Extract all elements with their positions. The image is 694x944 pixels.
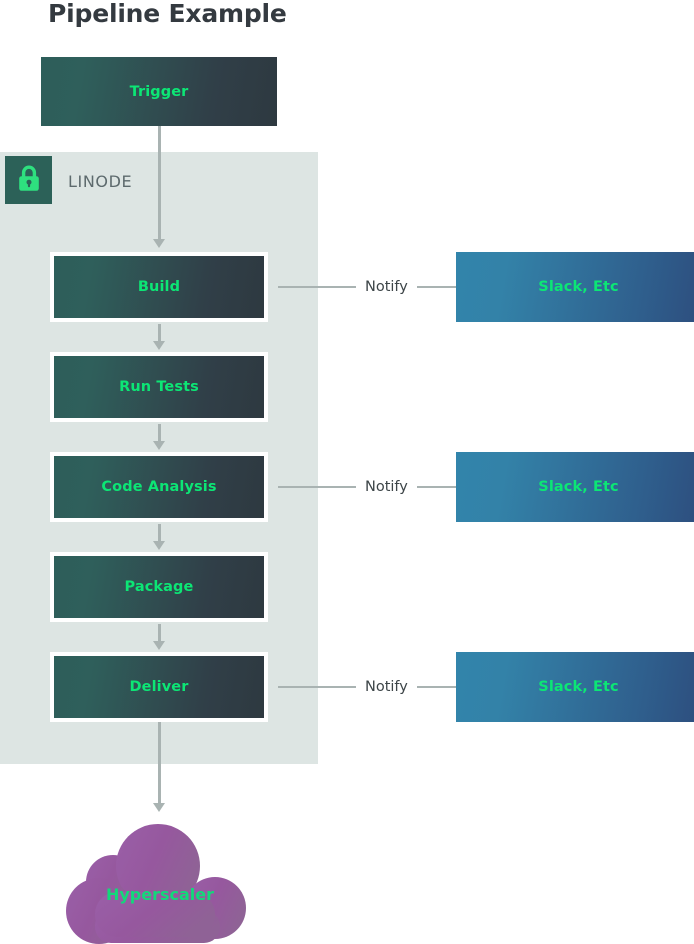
connector-line-left <box>278 286 356 288</box>
arrow-code-analysis-to-package <box>153 524 166 550</box>
node-slack-deliver[interactable]: Slack, Etc <box>456 652 694 722</box>
node-trigger[interactable]: Trigger <box>41 57 277 126</box>
lock-icon-badge <box>5 156 52 204</box>
notify-connector-code-analysis: Notify <box>278 477 470 497</box>
node-slack-label: Slack, Etc <box>538 479 619 495</box>
notify-label: Notify <box>365 279 408 295</box>
notify-label: Notify <box>365 479 408 495</box>
node-run-tests-label: Run Tests <box>119 379 199 395</box>
node-run-tests[interactable]: Run Tests <box>50 352 268 422</box>
node-trigger-label: Trigger <box>129 83 189 100</box>
arrow-trigger-to-build <box>153 126 166 248</box>
node-deliver[interactable]: Deliver <box>50 652 268 722</box>
arrow-package-to-deliver <box>153 624 166 650</box>
node-code-analysis[interactable]: Code Analysis <box>50 452 268 522</box>
node-slack-label: Slack, Etc <box>538 279 619 295</box>
node-package[interactable]: Package <box>50 552 268 622</box>
node-package-label: Package <box>124 579 194 595</box>
page-title: Pipeline Example <box>48 0 287 28</box>
linode-container-label: LINODE <box>68 172 133 191</box>
notify-connector-build: Notify <box>278 277 470 297</box>
arrow-deliver-to-hyperscaler <box>153 722 166 812</box>
node-slack-code-analysis[interactable]: Slack, Etc <box>456 452 694 522</box>
connector-line-left <box>278 486 356 488</box>
arrow-build-to-run-tests <box>153 324 166 350</box>
notify-label: Notify <box>365 679 408 695</box>
node-slack-build[interactable]: Slack, Etc <box>456 252 694 322</box>
node-build[interactable]: Build <box>50 252 268 322</box>
node-hyperscaler[interactable]: Hyperscaler <box>55 820 265 944</box>
lock-icon <box>16 164 42 197</box>
node-deliver-label: Deliver <box>129 679 189 695</box>
node-build-label: Build <box>137 279 181 295</box>
node-slack-label: Slack, Etc <box>538 679 619 695</box>
node-code-analysis-label: Code Analysis <box>101 479 217 495</box>
notify-connector-deliver: Notify <box>278 677 470 697</box>
connector-line-left <box>278 686 356 688</box>
arrow-run-tests-to-code-analysis <box>153 424 166 450</box>
